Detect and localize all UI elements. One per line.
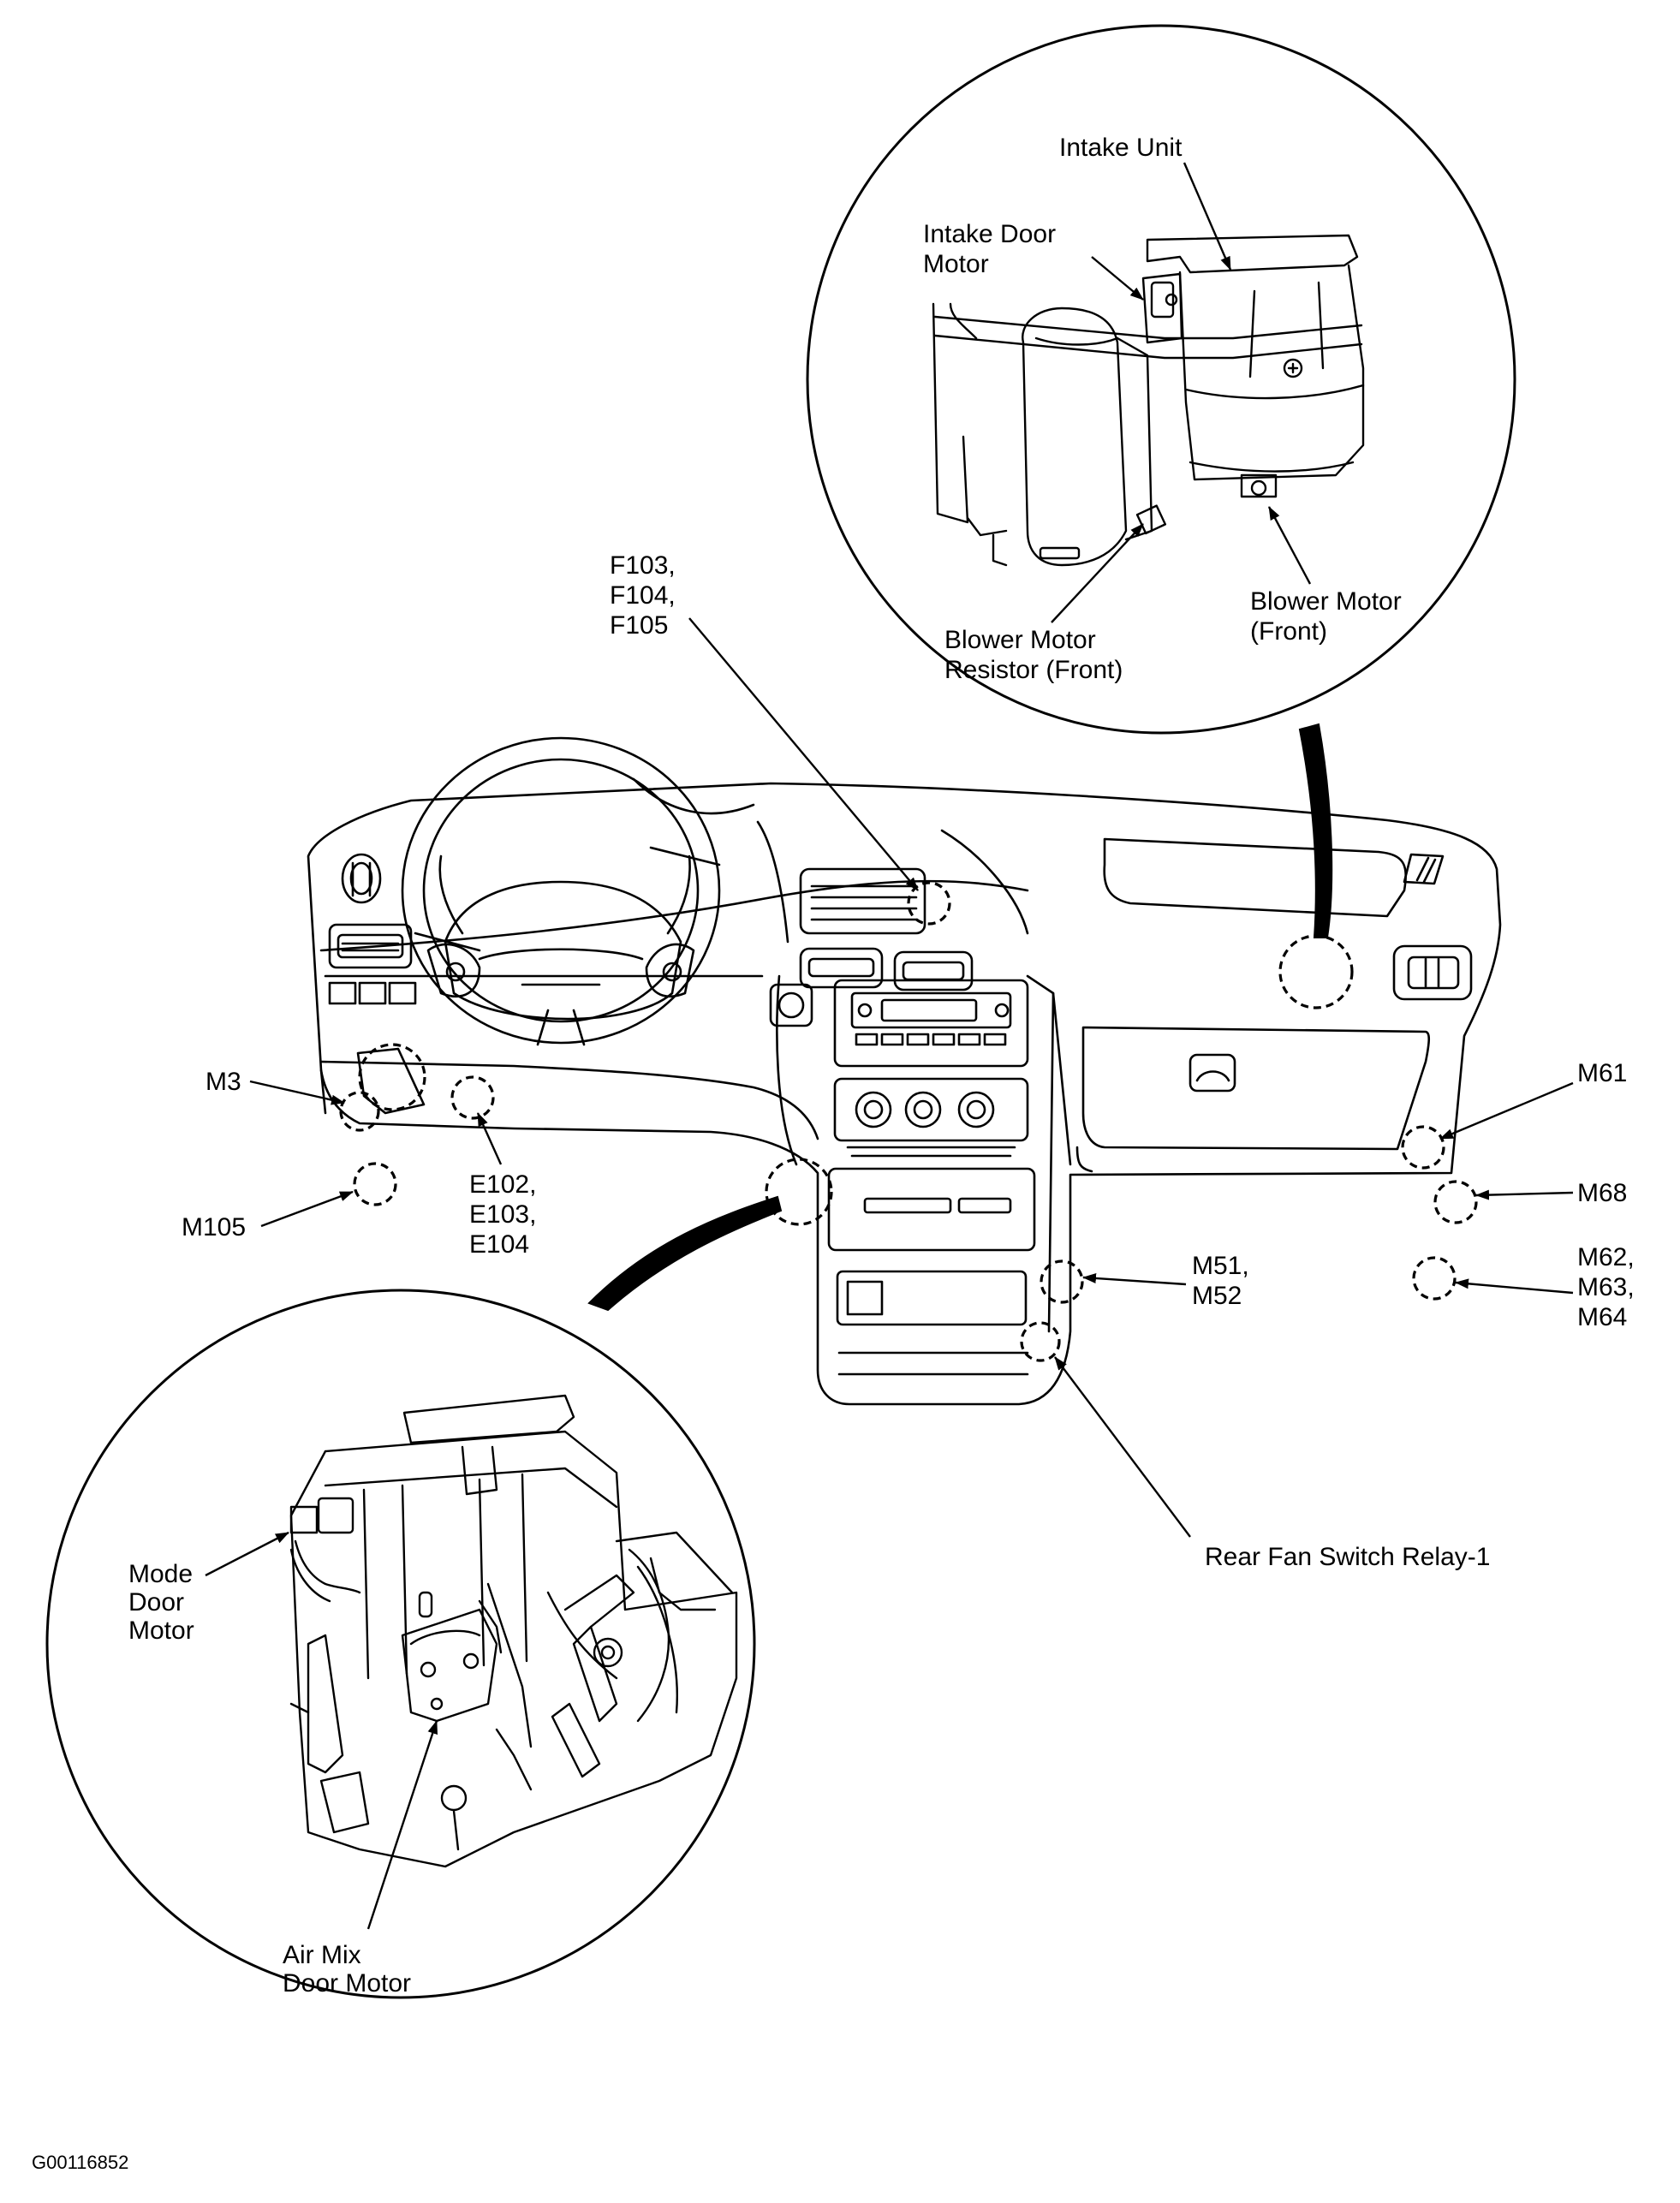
label-f104: F104, <box>610 581 676 610</box>
locator-f103-f105 <box>907 881 951 926</box>
label-blower-motor-resistor-1: Blower Motor <box>944 626 1096 654</box>
callout-connector-upper <box>1298 723 1333 938</box>
steering-wheel-drawing <box>401 736 755 1046</box>
label-intake-unit: Intake Unit <box>1059 134 1183 162</box>
locator-m62-m64 <box>1412 1256 1457 1301</box>
label-f103: F103, <box>610 551 676 580</box>
label-m61: M61 <box>1577 1059 1627 1087</box>
locator-m61 <box>1401 1125 1445 1170</box>
label-air-mix-door-motor-1: Air Mix <box>283 1941 361 1969</box>
label-blower-motor-resistor-2: Resistor (Front) <box>944 656 1123 684</box>
label-m63: M63, <box>1577 1273 1635 1301</box>
label-m52: M52 <box>1192 1282 1242 1310</box>
figure-code: G00116852 <box>32 2152 128 2173</box>
label-rear-fan-switch-relay: Rear Fan Switch Relay-1 <box>1205 1543 1490 1571</box>
label-f105: F105 <box>610 611 668 640</box>
locator-heater-unit <box>765 1158 833 1226</box>
locator-m105 <box>353 1162 397 1206</box>
locator-intake-unit <box>1278 934 1354 1009</box>
locator-m3 <box>358 1043 426 1111</box>
label-blower-motor-front-1: Blower Motor <box>1250 587 1402 616</box>
intake-unit-callout: Intake Unit Intake Door Motor Blower Mot… <box>806 24 1516 938</box>
label-m64: M64 <box>1577 1303 1627 1331</box>
label-blower-motor-front-2: (Front) <box>1250 617 1327 646</box>
label-m68: M68 <box>1577 1179 1627 1207</box>
locator-m51-m52 <box>1040 1259 1084 1304</box>
label-m51: M51, <box>1192 1252 1249 1280</box>
locator-m3-small <box>339 1091 380 1132</box>
label-air-mix-door-motor-2: Door Motor <box>283 1969 411 1998</box>
label-intake-door-motor-2: Motor <box>923 250 989 278</box>
connector-locator-circles <box>339 881 1478 1362</box>
locator-rear-fan-relay <box>1020 1321 1061 1362</box>
label-m105: M105 <box>182 1213 246 1241</box>
label-intake-door-motor-1: Intake Door <box>923 220 1056 248</box>
label-mode-door-motor-1: Mode <box>128 1560 193 1588</box>
label-mode-door-motor-2: Door <box>128 1588 184 1617</box>
connector-labels: F103, F104, F105 M3 M105 E102, E103, E10… <box>182 551 1635 1571</box>
label-e103: E103, <box>469 1200 536 1229</box>
locator-m68 <box>1433 1180 1478 1224</box>
callout-connector-lower <box>587 1195 783 1312</box>
instrument-panel-drawing <box>307 782 1502 1406</box>
label-e104: E104 <box>469 1230 529 1259</box>
label-m62: M62, <box>1577 1243 1635 1271</box>
label-e102: E102, <box>469 1170 536 1199</box>
label-mode-door-motor-3: Motor <box>128 1617 194 1645</box>
locator-e102-e104 <box>450 1075 495 1120</box>
heater-unit-callout: Mode Door Motor Air Mix Door Motor <box>45 1195 783 1999</box>
label-m3: M3 <box>206 1068 241 1096</box>
